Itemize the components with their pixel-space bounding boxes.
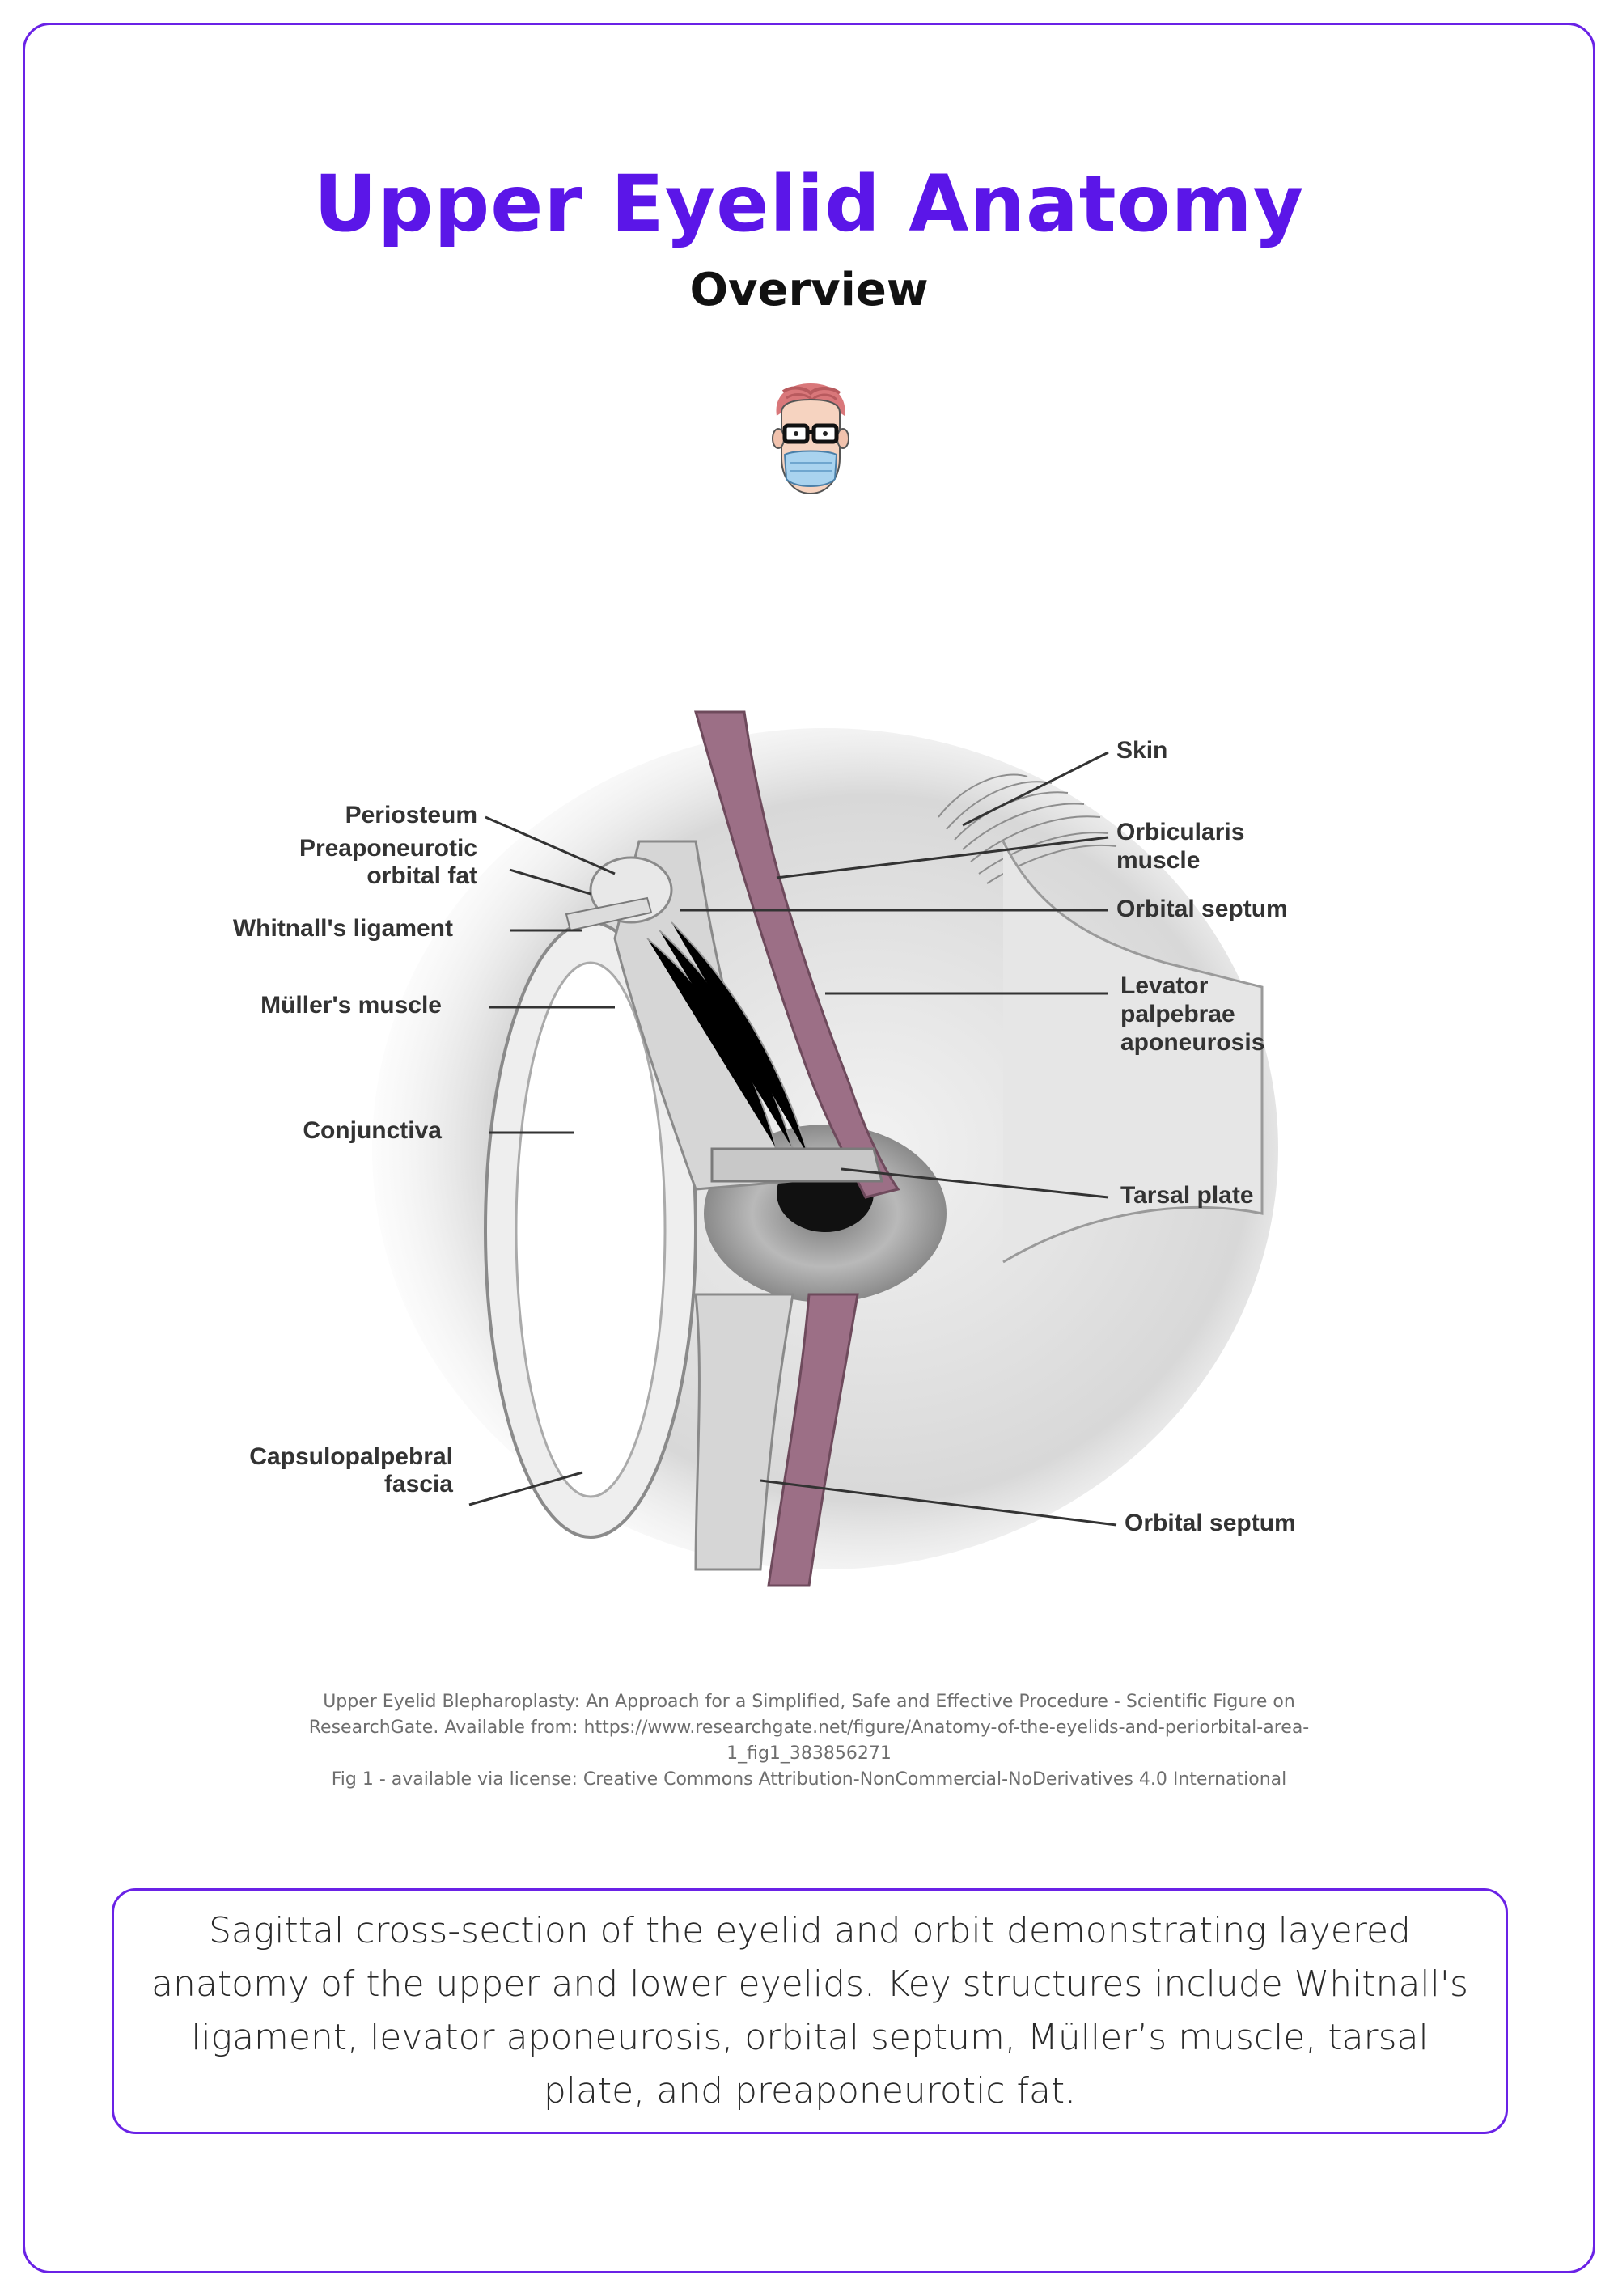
levator-aponeurosis (646, 921, 810, 1158)
label-whitnalls-ligament: Whitnall's ligament (233, 915, 453, 942)
whitnalls-ligament (565, 896, 653, 932)
label-tarsal-plate: Tarsal plate (1120, 1182, 1254, 1209)
caption-line-4: Fig 1 - available via license: Creative … (331, 1769, 1287, 1790)
page-title: Upper Eyelid Anatomy (313, 159, 1305, 249)
figure-caption: Upper Eyelid Blepharoplasty: An Approach… (275, 1689, 1343, 1793)
label-capsulopalpebral-1: Capsulopalpebral (249, 1443, 453, 1470)
label-levator-2: palpebrae (1120, 1001, 1235, 1027)
leader-lines (468, 751, 1117, 1527)
label-levator-3: aponeurosis (1120, 1029, 1264, 1056)
orbicularis-muscle-lower (767, 1293, 859, 1587)
label-mullers-muscle: Müller's muscle (260, 992, 442, 1019)
orbicularis-muscle-upper (694, 710, 900, 1199)
page-subtitle: Overview (689, 264, 929, 316)
label-capsulopalpebral-2: fascia (384, 1471, 453, 1497)
skin-surface (1002, 841, 1264, 1264)
label-levator-1: Levator (1120, 972, 1209, 999)
caption-line-1: Upper Eyelid Blepharoplasty: An Approach… (323, 1692, 1295, 1712)
label-preaponeurotic-fat-2: orbital fat (366, 862, 477, 889)
description-text: Sagittal cross-section of the eyelid and… (151, 1910, 1468, 2112)
eyelid-anatomy-figure: Periosteum Preaponeurotic orbital fat Wh… (233, 710, 1296, 1587)
label-preaponeurotic-fat-1: Preaponeurotic (299, 835, 477, 862)
label-orbicularis-1: Orbicularis (1116, 819, 1244, 845)
tarsal-plate (710, 1147, 883, 1183)
eyelashes (938, 773, 1117, 884)
label-orbital-septum-lower: Orbital septum (1125, 1510, 1296, 1536)
caption-line-3: 1_fig1_383856271 (726, 1743, 892, 1764)
label-orbicularis-2: muscle (1116, 847, 1200, 874)
label-orbital-septum-upper: Orbital septum (1116, 896, 1288, 922)
label-conjunctiva: Conjunctiva (303, 1117, 442, 1144)
page-frame (23, 23, 1595, 2273)
doctor-avatar-icon (772, 383, 849, 495)
description-box: Sagittal cross-section of the eyelid and… (112, 1888, 1508, 2134)
label-skin: Skin (1116, 737, 1167, 764)
lower-lid-section (694, 1293, 794, 1571)
caption-line-2: ResearchGate. Available from: https://ww… (308, 1718, 1310, 1738)
label-periosteum: Periosteum (345, 802, 477, 828)
